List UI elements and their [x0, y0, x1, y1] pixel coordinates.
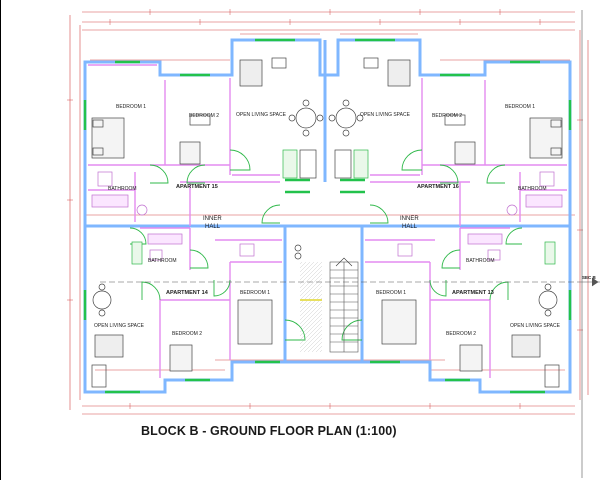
inner-walls — [88, 64, 567, 378]
right-inner-hall-label-1: INNER — [400, 216, 419, 222]
room-labels: BEDROOM 1 BEDROOM 2 OPEN LIVING SPACE AP… — [94, 104, 597, 337]
section-marker-label: SEC B — [582, 275, 597, 280]
apt16-bedroom2-label: BEDROOM 2 — [432, 113, 462, 119]
apt14-bathroom-label: BATHROOM — [148, 258, 177, 264]
right-inner-hall-label-2: HALL — [402, 224, 418, 230]
left-inner-hall-label-2: HALL — [205, 224, 221, 230]
apt16-living-label: OPEN LIVING SPACE — [360, 112, 411, 118]
apt13-bedroom1-label: BEDROOM 1 — [376, 290, 406, 296]
apt13-living-label: OPEN LIVING SPACE — [510, 323, 561, 329]
apt15-living-label: OPEN LIVING SPACE — [236, 112, 287, 118]
apt16-name-label: APARTMENT 16 — [417, 184, 459, 190]
apt13-bathroom-label: BATHROOM — [466, 258, 495, 264]
apt14-living-label: OPEN LIVING SPACE — [94, 323, 145, 329]
staircase — [329, 257, 359, 353]
apt14-bedroom2-label: BEDROOM 2 — [172, 331, 202, 337]
apt16-bedroom1-label: BEDROOM 1 — [505, 104, 535, 110]
outer-walls — [83, 38, 572, 394]
apt13-bedroom2-label: BEDROOM 2 — [446, 331, 476, 337]
apt14-name-label: APARTMENT 14 — [166, 290, 209, 296]
apt15-bathroom-label: BATHROOM — [108, 186, 137, 192]
page-edge-rule — [0, 0, 1, 480]
dimension-lines — [67, 9, 589, 415]
apt15-bedroom1-label: BEDROOM 1 — [116, 104, 146, 110]
left-inner-hall-label-1: INNER — [203, 216, 222, 222]
door-swings — [129, 149, 523, 341]
apt16-bathroom-label: BATHROOM — [518, 186, 547, 192]
furniture — [91, 57, 563, 388]
section-line — [100, 10, 600, 478]
windows — [83, 38, 572, 394]
apt15-bedroom2-label: BEDROOM 2 — [189, 113, 219, 119]
stair-hatch — [300, 262, 322, 352]
apt15-name-label: APARTMENT 15 — [176, 184, 218, 190]
apt14-bedroom1-label: BEDROOM 1 — [240, 290, 270, 296]
apt13-name-label: APARTMENT 13 — [452, 290, 494, 296]
plan-title: BLOCK B - GROUND FLOOR PLAN (1:100) — [141, 424, 397, 438]
